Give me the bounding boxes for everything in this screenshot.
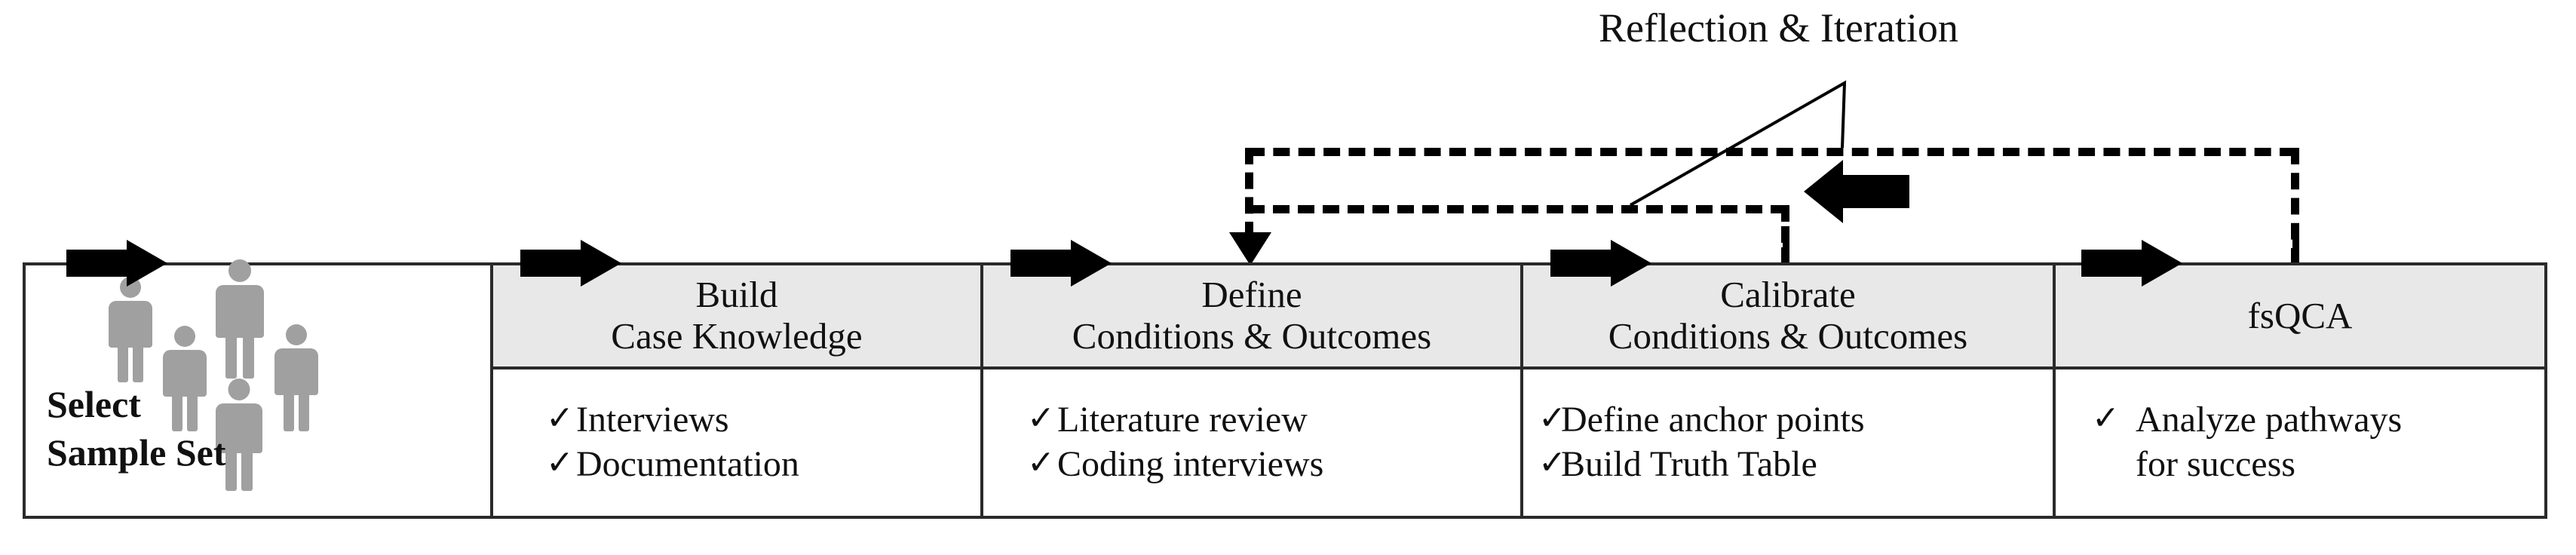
feedback-path-upper-right-stub xyxy=(2292,226,2299,264)
check-icon: ✓ xyxy=(1538,444,1566,481)
arrow-right-icon xyxy=(1010,240,1112,287)
stage-panel-define-conditions-outcomes[interactable]: Define Conditions & Outcomes ✓ Literatur… xyxy=(980,265,1520,516)
list-item-label: Define anchor points xyxy=(1561,400,1865,440)
check-icon: ✓ xyxy=(1027,444,1055,481)
stage-label-line-2: Sample Set xyxy=(47,431,226,474)
arrow-right-icon xyxy=(1550,240,1651,287)
list-item: ✓ Build Truth Table xyxy=(1538,443,2053,487)
stage-body-calibrate-conditions-outcomes: ✓ Define anchor points ✓ Build Truth Tab… xyxy=(1523,369,2053,516)
stage-panel-calibrate-conditions-outcomes[interactable]: Calibrate Conditions & Outcomes ✓ Define… xyxy=(1520,265,2053,516)
person-icon xyxy=(216,379,262,492)
stage-header-line-1: fsQCA xyxy=(2247,294,2353,336)
list-item-label: Interviews xyxy=(576,400,729,440)
check-icon: ✓ xyxy=(546,400,574,437)
check-icon: ✓ xyxy=(1027,400,1055,437)
list-item-label: Analyze pathways xyxy=(2136,400,2403,440)
stage-body-build-case-knowledge: ✓ Interviews ✓ Documentation xyxy=(493,369,980,516)
stage-header-line-1: Build xyxy=(695,274,778,316)
list-item-label: Build Truth Table xyxy=(1561,444,1817,484)
list-item: ✓ Analyze pathways xyxy=(2092,398,2544,443)
stage-header-line-2: Conditions & Outcomes xyxy=(1072,315,1432,357)
list-item-label: Documentation xyxy=(576,444,799,484)
list-item: ✓ Interviews xyxy=(546,398,980,443)
arrow-right-icon xyxy=(2081,240,2182,287)
stage-header-line-2: Case Knowledge xyxy=(611,315,863,357)
feedback-path-lower xyxy=(1248,205,1787,213)
stage-header-build-case-knowledge: Build Case Knowledge xyxy=(493,265,980,369)
list-item: ✓ Literature review xyxy=(1027,398,1520,443)
feedback-path-left-drop xyxy=(1245,148,1253,238)
stage-panel-select-sample-set[interactable]: Select Sample Set xyxy=(26,259,490,516)
process-table: Select Sample Set Build Case Knowledge ✓… xyxy=(23,259,2547,519)
stage-header-line-2: Conditions & Outcomes xyxy=(1608,315,1968,357)
feedback-path-upper xyxy=(1248,148,2296,156)
person-icon xyxy=(163,326,207,431)
list-item-label: Coding interviews xyxy=(1057,444,1324,484)
feedback-path-lower-right-stub xyxy=(1783,226,1789,264)
list-item: ✓ Coding interviews xyxy=(1027,443,1520,487)
list-item: ✓ Documentation xyxy=(546,443,980,487)
stage-header-fsqca: fsQCA xyxy=(2056,265,2544,369)
stage-panel-build-case-knowledge[interactable]: Build Case Knowledge ✓ Interviews ✓ Docu… xyxy=(490,265,980,516)
stage-header-line-1: Calibrate xyxy=(1720,274,1856,316)
stage-label-select-sample-set: Select Sample Set xyxy=(47,380,226,477)
stage-body-fsqca: ✓ Analyze pathways for success xyxy=(2056,369,2544,516)
stage-header-line-1: Define xyxy=(1201,274,1302,316)
arrow-right-icon xyxy=(66,240,167,287)
stage-panel-fsqca[interactable]: fsQCA ✓ Analyze pathways for success xyxy=(2053,265,2544,516)
person-icon xyxy=(109,277,152,382)
reflection-direction-arrow-icon xyxy=(1804,160,1909,223)
check-icon: ✓ xyxy=(1538,400,1566,437)
reflection-iteration-label: Reflection & Iteration xyxy=(1599,5,1958,51)
feedback-arrowhead-down-icon xyxy=(1229,232,1271,265)
check-icon: ✓ xyxy=(2092,400,2120,437)
person-icon xyxy=(216,259,264,380)
list-item-label: for success xyxy=(2136,444,2295,484)
list-item: ✓ Define anchor points xyxy=(1538,398,2053,443)
arrow-right-icon xyxy=(520,240,621,287)
stage-body-define-conditions-outcomes: ✓ Literature review ✓ Coding interviews xyxy=(983,369,1520,516)
list-item: for success xyxy=(2092,443,2544,487)
feedback-path-upper-right-drop xyxy=(2291,148,2299,265)
stage-label-line-1: Select xyxy=(47,383,141,425)
list-item-label: Literature review xyxy=(1057,400,1308,440)
check-icon: ✓ xyxy=(546,444,574,481)
person-icon xyxy=(274,324,318,431)
